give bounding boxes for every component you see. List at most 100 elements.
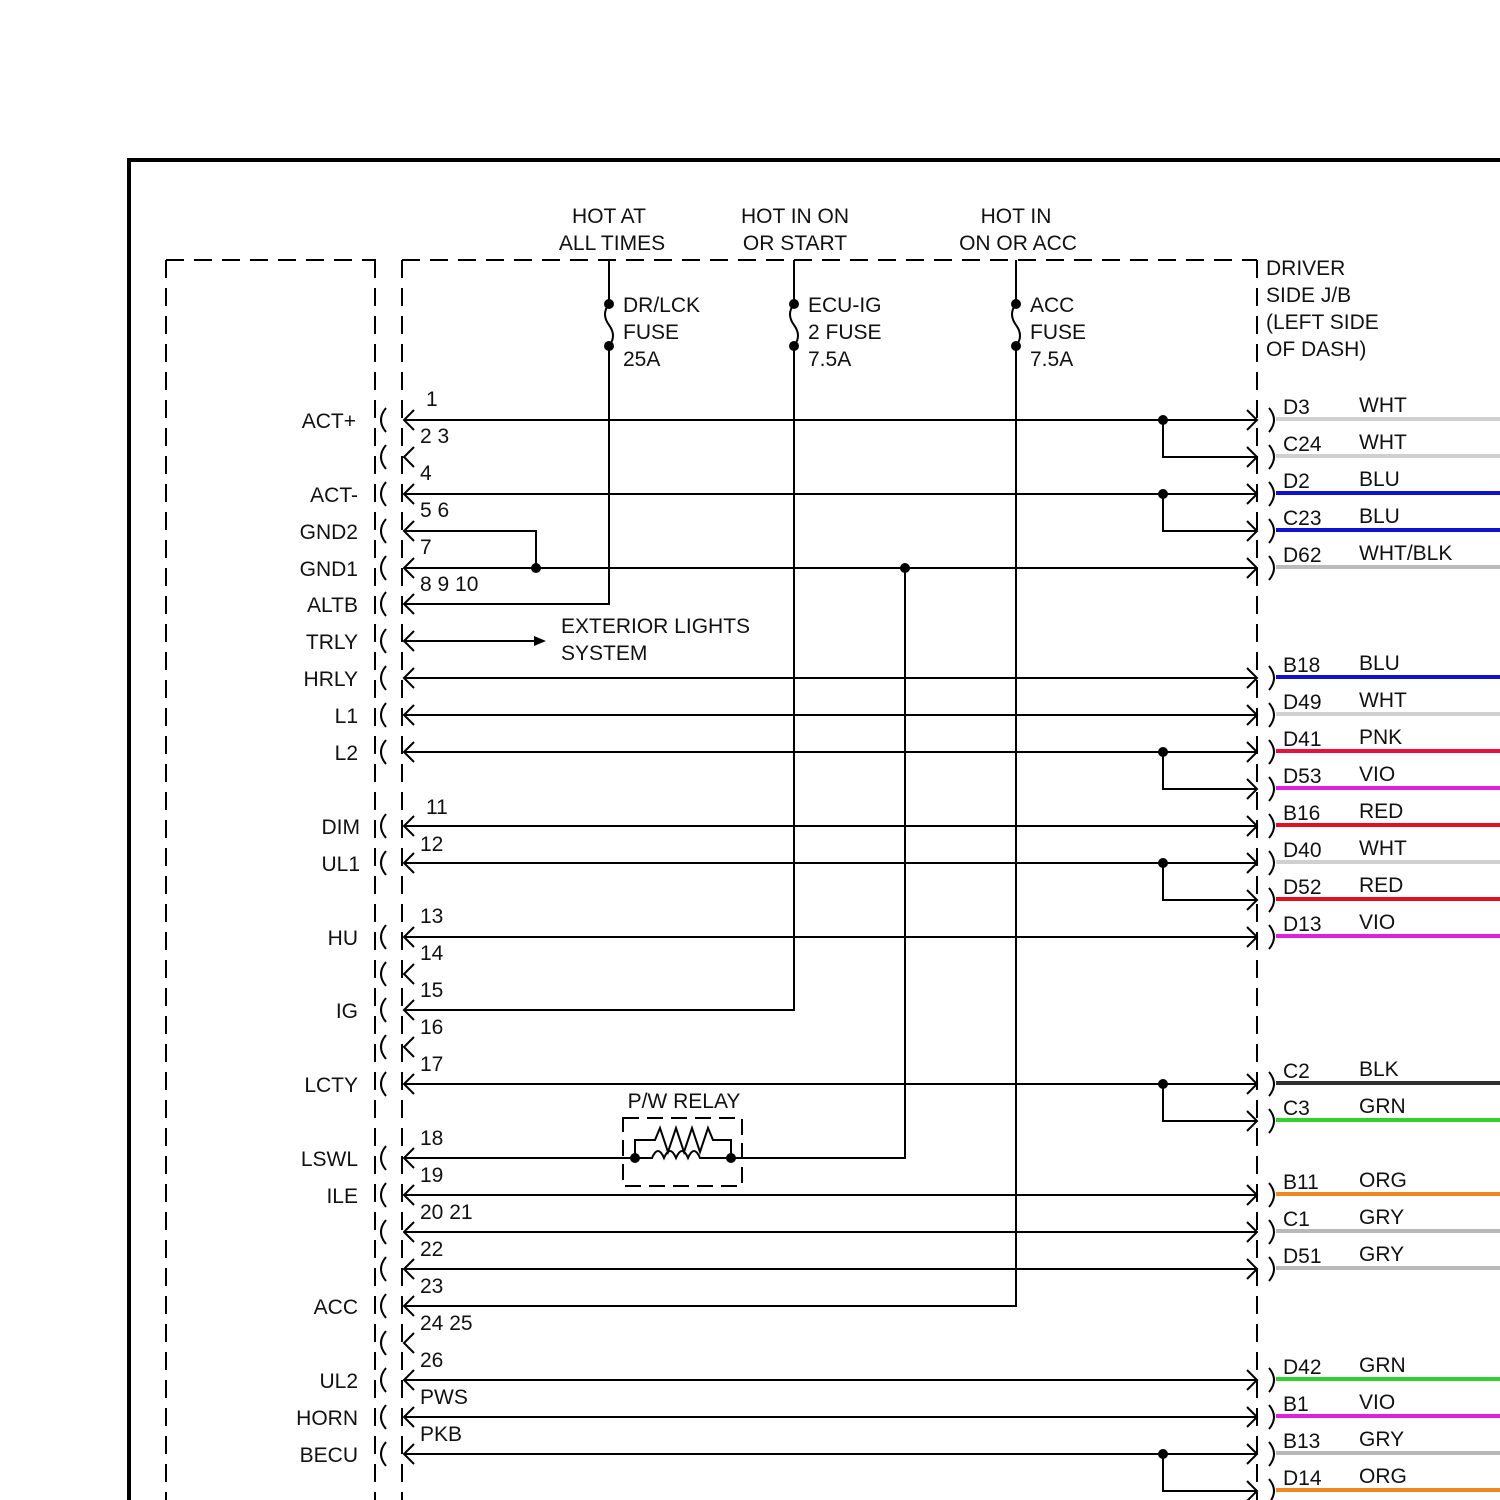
wire-branch (1163, 863, 1257, 900)
pin-number-label: 20 21 (420, 1201, 473, 1224)
pin-number-label: 14 (420, 942, 444, 965)
ecu-pin-label: BECU (300, 1444, 358, 1467)
hot-label-acc-1: HOT IN (981, 205, 1052, 228)
ecu-connector-symbol (381, 998, 386, 1022)
pin-number-label: 12 (420, 833, 443, 856)
connector-code: C24 (1283, 433, 1322, 456)
pin-number-label: 5 6 (420, 499, 449, 522)
splice-dot (1158, 858, 1168, 868)
connector-code: C1 (1283, 1208, 1310, 1231)
jb-connector-symbol (1269, 1257, 1274, 1281)
pin-number-label: 7 (420, 536, 432, 559)
fuse-label-ecuig-3: 7.5A (808, 348, 851, 371)
jb-inner-terminal (404, 447, 414, 467)
ecu-connector-symbol (381, 1072, 386, 1096)
wire-color-label: WHT (1359, 689, 1407, 712)
hot-label-ecuig-2: OR START (743, 232, 847, 255)
connector-code: D2 (1283, 470, 1310, 493)
pin-number-label: 24 25 (420, 1312, 473, 1335)
connector-symbols (381, 408, 1274, 1500)
splice-dot (1158, 415, 1168, 425)
colored-wire-stubs (1276, 419, 1500, 1490)
wire-color-label: BLK (1359, 1058, 1399, 1081)
wire-color-label: GRN (1359, 1095, 1406, 1118)
jb-connector-symbol (1269, 1405, 1274, 1429)
pin-number-label: 15 (420, 979, 443, 1002)
jb-connector-symbol (1269, 666, 1274, 690)
ecu-pin-label: IG (336, 1000, 358, 1023)
connector-code: B11 (1283, 1171, 1319, 1194)
jb-connector-symbol (1269, 703, 1274, 727)
hot-label-acc-2: ON OR ACC (959, 232, 1077, 255)
connector-code: D41 (1283, 728, 1322, 751)
wire-branch (1163, 752, 1257, 789)
jb-connector-symbol (1269, 814, 1274, 838)
wire-color-label: BLU (1359, 652, 1400, 675)
wire-color-label: ORG (1359, 1169, 1407, 1192)
connector-code: D13 (1283, 913, 1322, 936)
ecu-pin-label: ACT- (310, 484, 358, 507)
connector-code: C23 (1283, 507, 1322, 530)
splice-dot (900, 563, 910, 573)
ecu-pin-label: HORN (296, 1407, 358, 1430)
connector-code: B16 (1283, 802, 1320, 825)
jb-inner-terminal (404, 1037, 414, 1057)
fuse-label-drlck-1: DR/LCK (623, 294, 700, 317)
jb-connector-symbol (1269, 1109, 1274, 1133)
jb-connector-symbol (1269, 1072, 1274, 1096)
jb-connector-symbol (1269, 777, 1274, 801)
ecu-pin-label: L1 (335, 705, 358, 728)
ecu-pin-label: UL1 (321, 853, 360, 876)
wire-color-label: VIO (1359, 763, 1395, 786)
pin-number-label: 1 (426, 388, 438, 411)
ecu-connector-symbol (381, 519, 386, 543)
pin-number-label: 26 (420, 1349, 443, 1372)
ecu-pin-label: HU (328, 927, 358, 950)
connector-code: D40 (1283, 839, 1322, 862)
pin-number-label: 16 (420, 1016, 443, 1039)
wire-branch (1163, 494, 1257, 531)
pin-number-label: 13 (420, 905, 443, 928)
jb-connector-symbol (1269, 1368, 1274, 1392)
wire-lines (404, 420, 1257, 1491)
connector-code: D51 (1283, 1245, 1322, 1268)
pin-labels: ACT+ACT-GND2GND1ALTBTRLYHRLYL1L2DIMUL1HU… (296, 388, 1452, 1490)
ecu-connector-symbol (381, 1035, 386, 1059)
wire-color-label: VIO (1359, 911, 1395, 934)
ecu-pin-label: GND2 (300, 521, 358, 544)
pin-number-label: 18 (420, 1127, 443, 1150)
pin-number-label: 11 (426, 796, 448, 819)
jb-connector-symbol (1269, 851, 1274, 875)
exterior-lights-link (404, 636, 546, 646)
fuse-label-ecuig-2: 2 FUSE (808, 321, 882, 344)
ecu-connector-symbol (381, 1220, 386, 1244)
ecu-pin-label: TRLY (306, 631, 358, 654)
wire-branch (1163, 420, 1257, 457)
ecu-connector-symbol (381, 445, 386, 469)
jb-connector-symbol (1269, 445, 1274, 469)
ecu-connector-symbol (381, 1442, 386, 1466)
wire-color-label: PNK (1359, 726, 1402, 749)
ecu-pin-label: GND1 (300, 558, 358, 581)
jb-label-3: (LEFT SIDE (1266, 311, 1379, 334)
fuse-label-acc-2: FUSE (1030, 321, 1086, 344)
ecu-connector-symbol (381, 740, 386, 764)
splice-dot (1158, 1079, 1168, 1089)
hot-label-ecuig-1: HOT IN ON (741, 205, 849, 228)
jb-connector-symbol (1269, 1183, 1274, 1207)
jb-connector-symbol (1269, 740, 1274, 764)
connector-code: B1 (1283, 1393, 1309, 1416)
ecu-pin-label: ACT+ (302, 410, 356, 433)
jb-connector-symbol (1269, 408, 1274, 432)
splice-dot (1158, 489, 1168, 499)
ecu-connector-symbol (381, 408, 386, 432)
ecu-pin-label: UL2 (319, 1370, 358, 1393)
jb-connector-symbol (1269, 1479, 1274, 1500)
wire-color-label: GRN (1359, 1354, 1406, 1377)
pin-number-label: 19 (420, 1164, 443, 1187)
ecu-pin-label: HRLY (304, 668, 358, 691)
ecu-connector-symbol (381, 1146, 386, 1170)
fuse-label-drlck-3: 25A (623, 348, 660, 371)
wire-color-label: GRY (1359, 1428, 1404, 1451)
